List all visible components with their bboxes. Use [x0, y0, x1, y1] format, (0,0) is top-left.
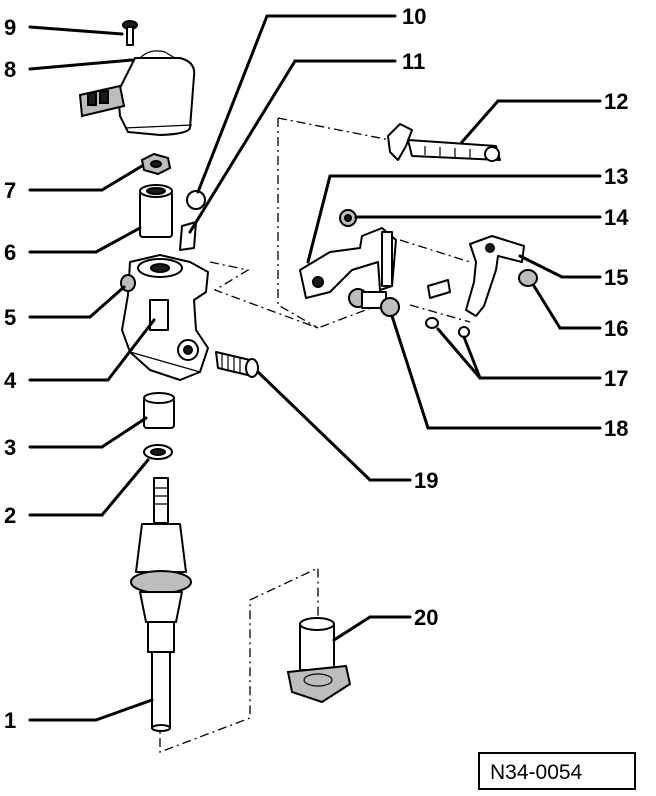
- part-14-ring: [339, 209, 357, 227]
- part-10-ball: [186, 190, 206, 210]
- callout-numbers: 9 8 7 6 5 4 3 2 1 10 11 12 13 14 15 16 1…: [4, 4, 629, 733]
- part-19-fitting: [215, 351, 259, 378]
- part-2-seal: [143, 444, 173, 460]
- part-7-nut: [140, 152, 172, 176]
- part-4-valve-body: [121, 254, 209, 381]
- callout-12: 12: [604, 89, 628, 114]
- reference-code-box: N34-0054: [478, 752, 636, 790]
- callout-17: 17: [604, 366, 628, 391]
- callout-7: 7: [4, 178, 16, 203]
- part-1-shaft: [130, 477, 192, 732]
- callout-18: 18: [604, 416, 628, 441]
- callout-20: 20: [414, 605, 438, 630]
- callout-2: 2: [4, 503, 16, 528]
- part-13-bracket: [299, 227, 397, 299]
- callout-19: 19: [414, 468, 438, 493]
- callout-16: 16: [604, 316, 628, 341]
- callout-1: 1: [4, 708, 16, 733]
- leader-lines: [28, 14, 602, 722]
- callout-8: 8: [4, 57, 16, 82]
- callout-9: 9: [4, 15, 16, 40]
- callout-5: 5: [4, 305, 16, 330]
- part-6-bushing: [139, 184, 173, 238]
- part-8-cover: [78, 50, 196, 136]
- part-17-clips: [425, 317, 470, 338]
- callout-11: 11: [402, 49, 425, 74]
- callout-6: 6: [4, 240, 16, 265]
- part-9-screw: [122, 20, 138, 46]
- callout-10: 10: [402, 4, 426, 29]
- part-20-pinion: [286, 617, 352, 704]
- part-18-bushing: [348, 288, 400, 317]
- callout-3: 3: [4, 435, 16, 460]
- part-link-pin: [427, 279, 451, 299]
- alignment-lines: [159, 117, 471, 753]
- part-15-arm: [465, 235, 525, 317]
- parts-artwork: [78, 20, 538, 732]
- part-12-lever: [387, 123, 501, 162]
- reference-code: N34-0054: [490, 761, 583, 784]
- part-3-sleeve: [143, 392, 175, 429]
- callout-15: 15: [604, 265, 628, 290]
- callout-13: 13: [604, 164, 628, 189]
- part-16-plug: [518, 269, 538, 287]
- callout-14: 14: [604, 205, 629, 230]
- callout-4: 4: [4, 368, 17, 393]
